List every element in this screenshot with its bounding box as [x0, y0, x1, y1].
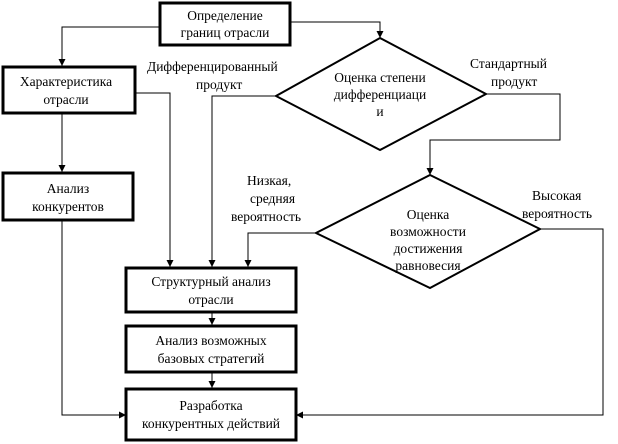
node-industry-char-line-1: Характеристика	[20, 74, 112, 89]
node-differentiation-line-1: Оценка степени	[334, 70, 425, 85]
node-equilibrium-line-1: Оценка	[407, 207, 450, 222]
label-differentiated-line-2: продукт	[196, 77, 242, 92]
edge-equilibrium-to-actions	[296, 228, 604, 419]
node-competitors-line-2: конкурентов	[32, 199, 104, 214]
edges	[58, 21, 604, 419]
node-boundaries-line-2: границ отрасли	[181, 25, 270, 40]
edge-competitors-to-actions	[61, 220, 126, 419]
node-actions-line-2: конкурентных действий	[142, 416, 280, 431]
node-equilibrium: Оценка возможности достижения равновесия	[313, 173, 543, 290]
node-actions: Разработка конкурентных действий	[124, 387, 298, 442]
edge-differentiation-to-equilibrium	[426, 93, 561, 175]
node-actions-line-1: Разработка	[179, 398, 242, 413]
label-standard-line-2: продукт	[491, 74, 537, 89]
node-boundaries: Определение границ отрасли	[158, 1, 292, 47]
node-competitors-line-1: Анализ	[47, 181, 89, 196]
edge-differentiation-to-structural	[208, 95, 276, 267]
label-low-medium-line-3: вероятность	[231, 209, 301, 224]
label-low-medium-line-2: средняя	[250, 191, 295, 206]
node-strategies-line-2: базовых стратегий	[158, 351, 265, 366]
label-low-medium-line-1: Низкая,	[247, 173, 291, 188]
edge-equilibrium-to-structural	[244, 232, 316, 267]
node-differentiation-line-3: и	[376, 104, 383, 119]
node-competitors: Анализ конкурентов	[1, 171, 135, 222]
node-equilibrium-line-3: достижения	[394, 241, 463, 256]
label-high-line-1: Высокая	[532, 188, 581, 203]
label-high-line-2: вероятность	[522, 206, 592, 221]
edge-boundaries-to-differentiation	[290, 21, 384, 38]
edge-boundaries-to-industry-char	[58, 26, 160, 66]
node-strategies: Анализ возможных базовых стратегий	[124, 324, 298, 374]
label-standard-line-1: Стандартный	[470, 56, 547, 71]
label-differentiated-line-1: Дифференцированный	[147, 59, 278, 74]
edge-labels: Дифференцированный продукт Стандартный п…	[147, 56, 592, 224]
node-equilibrium-line-4: равновесия	[395, 258, 460, 273]
node-differentiation-line-2: дифференциаци	[334, 87, 426, 102]
node-structural-line-1: Структурный анализ	[151, 274, 270, 289]
node-industry-char: Характеристика отрасли	[1, 65, 137, 115]
node-differentiation: Оценка степени дифференциаци и	[273, 36, 489, 152]
node-structural-line-2: отрасли	[188, 292, 233, 307]
node-industry-char-line-2: отрасли	[43, 92, 88, 107]
node-structural: Структурный анализ отрасли	[124, 266, 298, 314]
node-equilibrium-line-2: возможности	[390, 224, 466, 239]
node-strategies-line-1: Анализ возможных	[155, 333, 267, 348]
edge-industry-char-to-structural	[135, 92, 174, 267]
node-boundaries-line-1: Определение	[187, 8, 263, 23]
